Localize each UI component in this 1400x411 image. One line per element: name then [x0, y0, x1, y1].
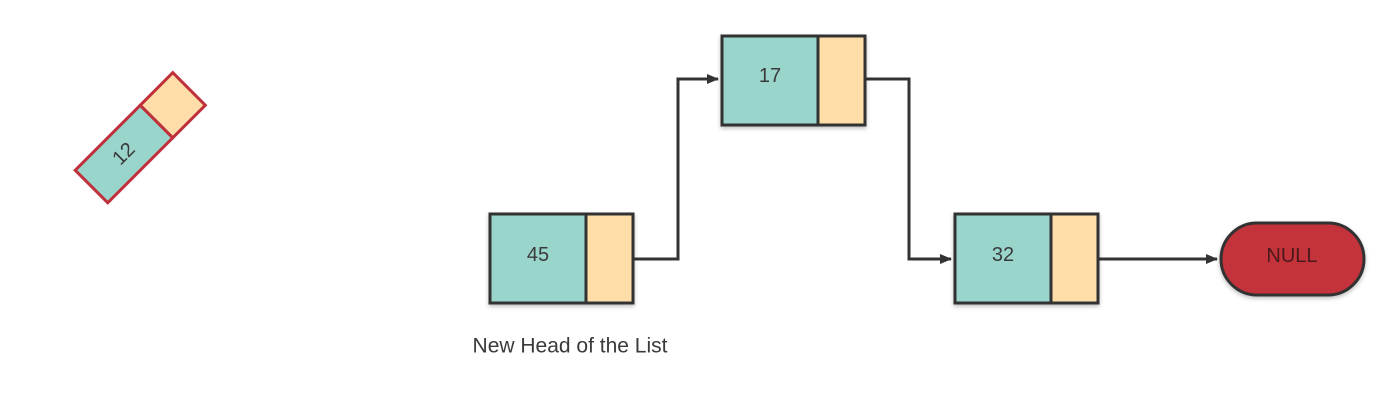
- list-node-45: [488, 212, 635, 305]
- node-value: 17: [759, 65, 781, 87]
- node-value: 45: [527, 244, 549, 266]
- connector-45-to-17: [634, 74, 719, 261]
- list-node-17: [720, 34, 867, 127]
- connector-17-to-32: [864, 77, 952, 264]
- node-pointer-cell: [584, 212, 635, 305]
- detached-node-pointer-cell: [138, 70, 208, 140]
- null-terminator: [1219, 221, 1366, 297]
- node-data-cell: [720, 34, 820, 127]
- detached-node-12: 12: [73, 70, 208, 205]
- node-value: 32: [992, 244, 1014, 266]
- new-head-caption: New Head of the List: [473, 335, 668, 358]
- null-label: NULL: [1266, 245, 1317, 267]
- node-pointer-cell: [1049, 212, 1100, 305]
- node-pointer-cell: [816, 34, 867, 127]
- list-node-32: [953, 212, 1100, 305]
